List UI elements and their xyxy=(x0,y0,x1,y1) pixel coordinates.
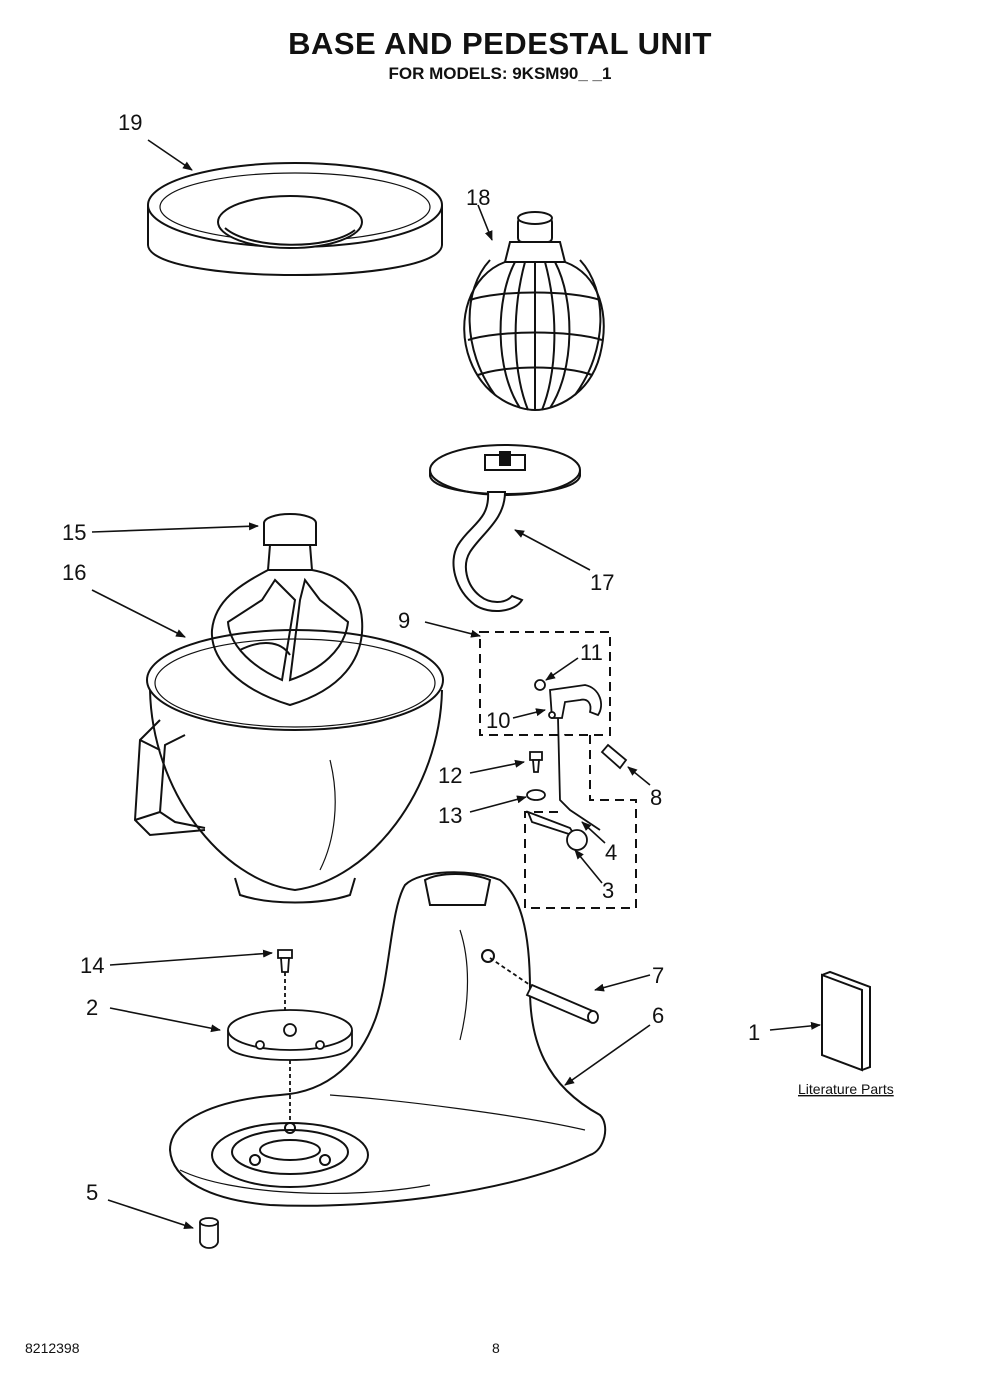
callout-5: 5 xyxy=(86,1180,98,1205)
page-number: 8 xyxy=(492,1340,500,1356)
callout-9: 9 xyxy=(398,608,410,633)
flat-beater-part xyxy=(210,513,364,707)
dough-hook-part xyxy=(429,444,581,612)
wire-whip-part xyxy=(463,211,605,412)
callout-3: 3 xyxy=(602,878,614,903)
callout-14: 14 xyxy=(80,953,104,978)
callout-19: 19 xyxy=(118,110,142,135)
sub-assembly-outline xyxy=(479,631,637,909)
rubber-foot-part xyxy=(199,1217,219,1249)
literature-booklet-part xyxy=(821,970,871,1072)
callout-10: 10 xyxy=(486,708,510,733)
models-subtitle: FOR MODELS: 9KSM90_ _1 xyxy=(388,64,612,83)
hinge-pin-part xyxy=(489,957,599,1024)
callout-1: 1 xyxy=(748,1020,760,1045)
callout-15: 15 xyxy=(62,520,86,545)
pedestal-base-part xyxy=(168,871,607,1207)
callout-13: 13 xyxy=(438,803,462,828)
bowl-clamp-plate-part xyxy=(227,949,353,1120)
callout-11: 11 xyxy=(580,640,603,665)
document-number: 8212398 xyxy=(25,1340,80,1356)
callout-2: 2 xyxy=(86,995,98,1020)
callout-4: 4 xyxy=(605,840,617,865)
leader-arrows xyxy=(91,139,821,1229)
small-fasteners xyxy=(526,743,628,801)
callout-18: 18 xyxy=(466,185,490,210)
callout-8: 8 xyxy=(650,785,662,810)
pouring-shield-part xyxy=(147,162,443,276)
literature-parts-label: Literature Parts xyxy=(798,1081,894,1097)
callout-7: 7 xyxy=(652,963,664,988)
callout-12: 12 xyxy=(438,763,462,788)
callout-16: 16 xyxy=(62,560,86,585)
page-title: BASE AND PEDESTAL UNIT xyxy=(288,26,712,61)
hinge-bracket-part xyxy=(534,679,602,831)
mixing-bowl-part xyxy=(133,629,444,904)
callout-17: 17 xyxy=(590,570,614,595)
speed-control-lever-part xyxy=(526,810,588,851)
callout-6: 6 xyxy=(652,1003,664,1028)
